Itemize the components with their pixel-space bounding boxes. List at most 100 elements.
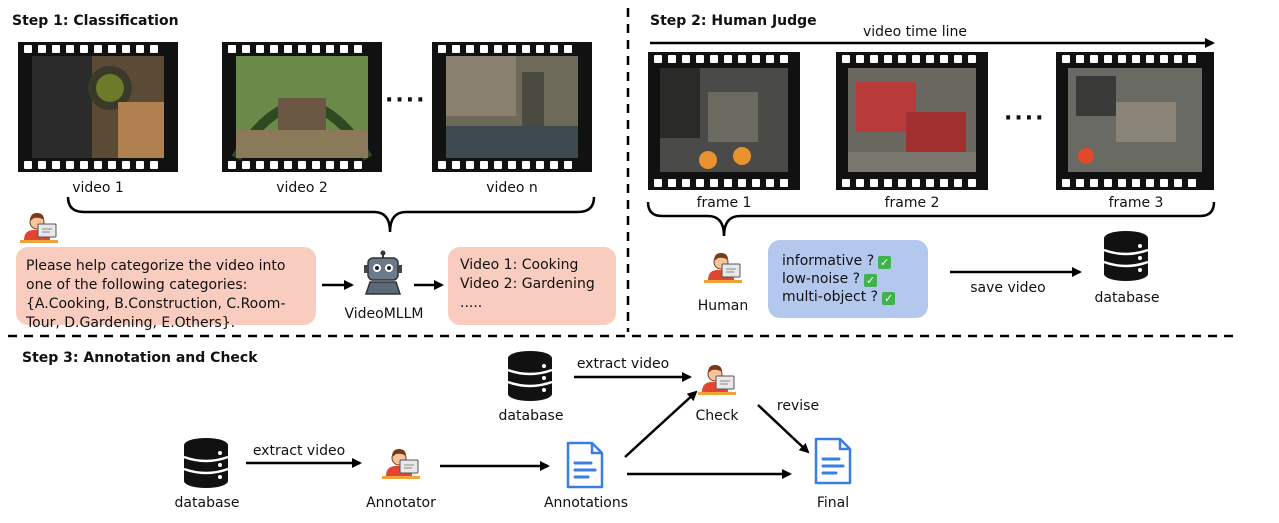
sprocket-hole	[80, 45, 88, 53]
check-label: Check	[695, 408, 739, 424]
check-mark-icon: ✓	[864, 274, 878, 287]
sprocket-hole	[898, 179, 906, 187]
sprocket-hole	[326, 161, 334, 169]
sprocket-hole	[968, 55, 976, 63]
sprocket-hole	[1076, 179, 1084, 187]
sprocket-hole	[284, 45, 292, 53]
sprocket-hole	[312, 161, 320, 169]
sprocket-hole	[1132, 179, 1140, 187]
annotations-label: Annotations	[543, 495, 629, 511]
sprocket-hole	[550, 45, 558, 53]
step3-title: Step 3: Annotation and Check	[22, 350, 258, 366]
sprocket-hole	[228, 161, 236, 169]
sprocket-hole	[108, 45, 116, 53]
sprocket-hole	[256, 161, 264, 169]
sprocket-hole	[354, 45, 362, 53]
check-mark-icon: ✓	[882, 292, 896, 305]
sprocket-hole	[710, 179, 718, 187]
sprocket-hole	[80, 161, 88, 169]
sprocket-hole	[438, 161, 446, 169]
sprocket-hole	[752, 179, 760, 187]
sprocket-hole	[1146, 179, 1154, 187]
database-label-top: database	[498, 408, 564, 424]
sprocket-hole	[654, 55, 662, 63]
criteria-item-2: low-noise ?✓	[782, 271, 878, 287]
human-icon	[703, 252, 743, 284]
sprocket-hole	[508, 161, 516, 169]
sprocket-hole	[842, 179, 850, 187]
video-2-thumbnail	[222, 42, 382, 172]
sprocket-hole	[1174, 179, 1182, 187]
arrow-annotations-to-check	[624, 390, 698, 458]
sprocket-hole	[668, 55, 676, 63]
frame-3-label: frame 3	[1108, 195, 1164, 211]
sprocket-hole	[256, 45, 264, 53]
sprocket-hole	[452, 161, 460, 169]
video-1-label: video 1	[72, 180, 124, 196]
sprocket-hole	[856, 55, 864, 63]
sprocket-hole	[494, 45, 502, 53]
sprocket-hole	[354, 161, 362, 169]
output-line-2: Video 2: Gardening	[460, 276, 595, 292]
sprocket-hole	[870, 55, 878, 63]
step2-title: Step 2: Human Judge	[650, 13, 817, 29]
sprocket-hole	[1160, 179, 1168, 187]
sprocket-hole	[780, 55, 788, 63]
sprocket-hole	[438, 45, 446, 53]
database-label-left: database	[174, 495, 240, 511]
sprocket-hole	[1062, 179, 1070, 187]
sprocket-hole	[270, 45, 278, 53]
model-label: VideoMLLM	[344, 306, 424, 322]
check-mark-icon: ✓	[878, 256, 892, 269]
sprocket-hole	[52, 45, 60, 53]
criteria-item-1: informative ?✓	[782, 253, 892, 269]
output-line-1: Video 1: Cooking	[460, 257, 579, 273]
sprocket-hole	[550, 161, 558, 169]
sprocket-hole	[326, 45, 334, 53]
video-ellipsis: ····	[385, 88, 427, 113]
sprocket-hole	[522, 45, 530, 53]
sprocket-hole	[724, 179, 732, 187]
final-doc-icon	[814, 437, 852, 485]
sprocket-hole	[954, 55, 962, 63]
video-2-label: video 2	[276, 180, 328, 196]
sprocket-hole	[884, 55, 892, 63]
sprocket-hole	[38, 45, 46, 53]
database-icon-step2	[1102, 229, 1150, 283]
video-1-thumbnail	[18, 42, 178, 172]
sprocket-hole	[738, 55, 746, 63]
sprocket-hole	[766, 179, 774, 187]
sprocket-hole	[1118, 179, 1126, 187]
human-label: Human	[697, 298, 749, 314]
frame-2-label: frame 2	[884, 195, 940, 211]
database-icon-top	[506, 349, 554, 403]
sprocket-hole	[1062, 55, 1070, 63]
sprocket-hole	[1174, 55, 1182, 63]
sprocket-hole	[38, 161, 46, 169]
annotator-label: Annotator	[366, 495, 436, 511]
sprocket-hole	[696, 179, 704, 187]
database-label-step2: database	[1094, 290, 1160, 306]
sprocket-hole	[926, 179, 934, 187]
sprocket-hole	[856, 179, 864, 187]
sprocket-hole	[738, 179, 746, 187]
sprocket-hole	[564, 45, 572, 53]
sprocket-hole	[696, 55, 704, 63]
sprocket-hole	[884, 179, 892, 187]
sprocket-hole	[480, 161, 488, 169]
sprocket-hole	[66, 161, 74, 169]
sprocket-hole	[954, 179, 962, 187]
arrow-check-to-final	[757, 404, 810, 454]
sprocket-hole	[122, 161, 130, 169]
sprocket-hole	[968, 179, 976, 187]
sprocket-hole	[1146, 55, 1154, 63]
sprocket-hole	[298, 161, 306, 169]
sprocket-hole	[766, 55, 774, 63]
sprocket-hole	[466, 45, 474, 53]
sprocket-hole	[912, 55, 920, 63]
sprocket-hole	[536, 161, 544, 169]
sprocket-hole	[926, 55, 934, 63]
criteria-item-3: multi-object ?✓	[782, 289, 896, 305]
sprocket-hole	[1090, 55, 1098, 63]
